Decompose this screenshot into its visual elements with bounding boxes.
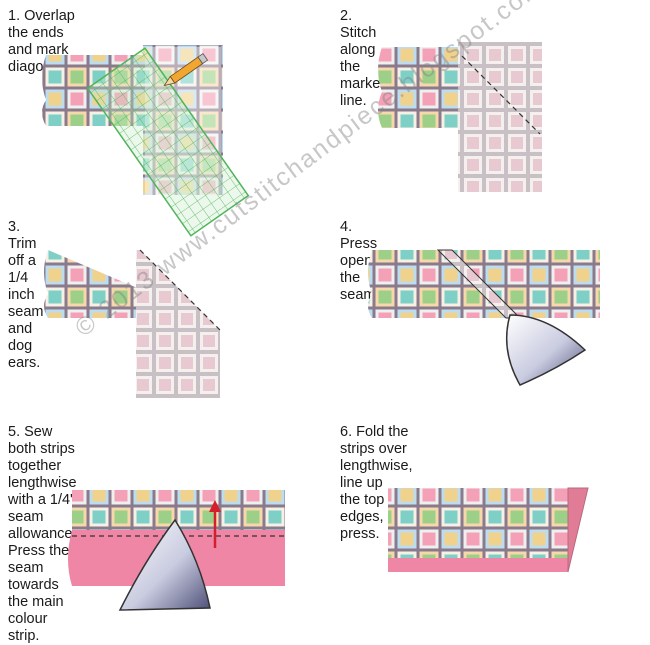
step-3-caption: 3.Trim off a 1/4 inch seam and dog ears. [8, 219, 43, 372]
step-2-illustration [378, 42, 542, 192]
step-6-caption: 6.Fold the strips over lengthwise, line … [340, 424, 413, 543]
step-5-caption: 5.Sew both strips together lengthwise wi… [8, 424, 77, 645]
step-3-illustration [44, 249, 221, 398]
folded-main-strip [388, 488, 568, 560]
step-3-number: 3. [8, 219, 21, 235]
step-4-illustration [368, 249, 600, 386]
step-1-number: 1. [8, 8, 21, 24]
step-5-text: Sew both strips together lengthwise with… [8, 424, 77, 644]
step-2-text: Stitch along the marked line. [340, 25, 389, 109]
horizontal-strip [378, 47, 462, 128]
vertical-strip [458, 42, 542, 192]
step-3-text: Trim off a 1/4 inch seam and dog ears. [8, 236, 44, 371]
quilting-ruler [86, 47, 250, 237]
folded-pink-edge [388, 558, 568, 572]
step-2-caption: 2.Stitch along the marked line. [340, 8, 388, 110]
step-6-illustration [388, 487, 589, 573]
step-6-number: 6. [340, 424, 353, 440]
arrow-head-icon [209, 500, 221, 512]
horizontal-strip [44, 250, 208, 318]
step-1-illustration [42, 45, 250, 237]
fold-end [567, 487, 589, 573]
vertical-strip [136, 250, 220, 398]
step-1-text: Overlap the ends and mark diagonally. [8, 8, 77, 75]
trim-line [139, 249, 221, 331]
step-5-illustration [68, 490, 285, 611]
step-1-caption: 1.Overlap the ends and mark diagonally. [8, 8, 76, 76]
step-6-text: Fold the strips over lengthwise, line up… [340, 424, 413, 542]
iron-icon [505, 314, 587, 386]
step-2-number: 2. [340, 8, 353, 24]
iron-icon [118, 518, 211, 611]
stitch-line [461, 55, 541, 135]
step-4-number: 4. [340, 219, 353, 235]
step-5-number: 5. [8, 424, 21, 440]
pencil-icon [163, 53, 209, 87]
main-colour-strip [72, 490, 285, 530]
